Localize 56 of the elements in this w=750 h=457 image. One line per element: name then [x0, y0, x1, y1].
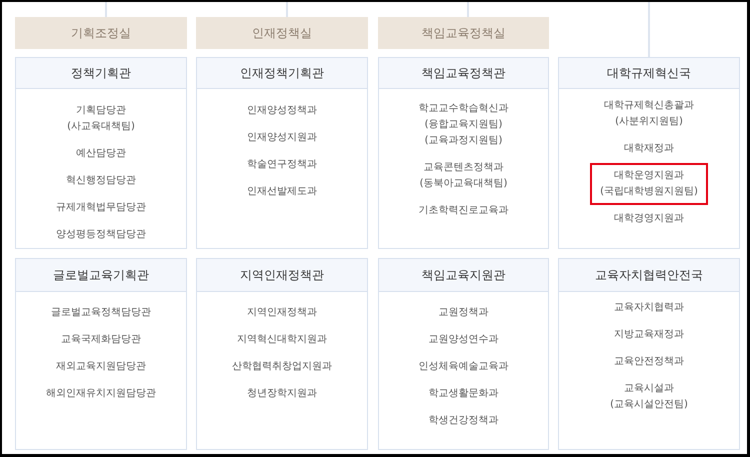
- panel-heading: 지역인재정책관: [197, 259, 367, 292]
- division-label: 글로벌교육정책담당관: [51, 306, 151, 320]
- division-label: 인재선발제도과: [247, 185, 317, 199]
- division-label: 산학협력취창업지원과: [232, 360, 332, 374]
- division-label: 대학규제혁신총괄과 (사분위지원팀): [604, 99, 694, 129]
- division-label: 양성평등정책담당관: [56, 228, 146, 242]
- department-panel: [558, 57, 740, 249]
- connector-line: [286, 2, 288, 17]
- office-banner: 인재정책실: [196, 17, 368, 49]
- highlighted-division: 대학운영지원과 (국립대학병원지원팀): [590, 163, 708, 205]
- division-label: 학생건강정책과: [428, 414, 498, 428]
- division-label: 교원양성연수과: [428, 333, 498, 347]
- connector-line: [105, 2, 107, 17]
- panel-heading: 교육자치협력안전국: [559, 259, 739, 292]
- division-label: 교원정책과: [438, 306, 488, 320]
- panel-heading: 글로벌교육기획관: [16, 259, 186, 292]
- connector-line: [467, 2, 469, 17]
- division-label: 학술연구정책과: [247, 158, 317, 172]
- division-label: 지역혁신대학지원과: [237, 333, 327, 347]
- department-panel: [196, 258, 368, 450]
- division-label: 교육국제화담당관: [61, 333, 141, 347]
- department-panel: [378, 258, 549, 450]
- division-label: 교육자치협력과: [614, 301, 684, 315]
- division-label: 기획담당관 (사교육대책팀): [67, 104, 135, 134]
- office-banner: 책임교육정책실: [378, 17, 549, 49]
- division-label: 대학재정과: [624, 142, 674, 156]
- office-banner: 기획조정실: [15, 17, 187, 49]
- department-panel: [15, 258, 187, 450]
- division-label: 교육시설과 (교육시설안전팀): [610, 382, 688, 412]
- division-label: 청년장학지원과: [247, 387, 317, 401]
- division-label: 해외인재유치지원담당관: [46, 387, 156, 401]
- connector-line: [648, 2, 650, 57]
- division-label: 지역인재정책과: [247, 306, 317, 320]
- division-label: 학교교수학습혁신과 (융합교육지원팀) (교육과정지원팀): [418, 102, 508, 148]
- division-label: 인재양성정책과: [247, 104, 317, 118]
- division-label: 기초학력진로교육과: [418, 204, 508, 218]
- department-panel: [196, 57, 368, 249]
- division-label: 학교생활문화과: [428, 387, 498, 401]
- panel-heading: 정책기획관: [16, 58, 186, 89]
- department-panel: [378, 57, 549, 249]
- panel-heading: 인재정책기획관: [197, 58, 367, 89]
- division-label: 교육안전정책과: [614, 355, 684, 369]
- division-label: 예산담당관: [76, 147, 126, 161]
- division-label: 규제개혁법무담당관: [56, 201, 146, 215]
- division-label: 인재양성지원과: [247, 131, 317, 145]
- department-panel: [558, 258, 740, 450]
- division-label: 재외교육지원담당관: [56, 360, 146, 374]
- division-label: 대학경영지원과: [614, 212, 684, 226]
- division-label: 교육콘텐츠정책과 (동북아교육대책팀): [420, 161, 508, 191]
- division-label: 인성체육예술교육과: [418, 360, 508, 374]
- department-panel: [15, 57, 187, 249]
- division-label: 혁신행정담당관: [66, 174, 136, 188]
- panel-heading: 대학규제혁신국: [559, 58, 739, 89]
- division-label: 지방교육재정과: [614, 328, 684, 342]
- panel-heading: 책임교육지원관: [379, 259, 548, 292]
- panel-heading: 책임교육정책관: [379, 58, 548, 89]
